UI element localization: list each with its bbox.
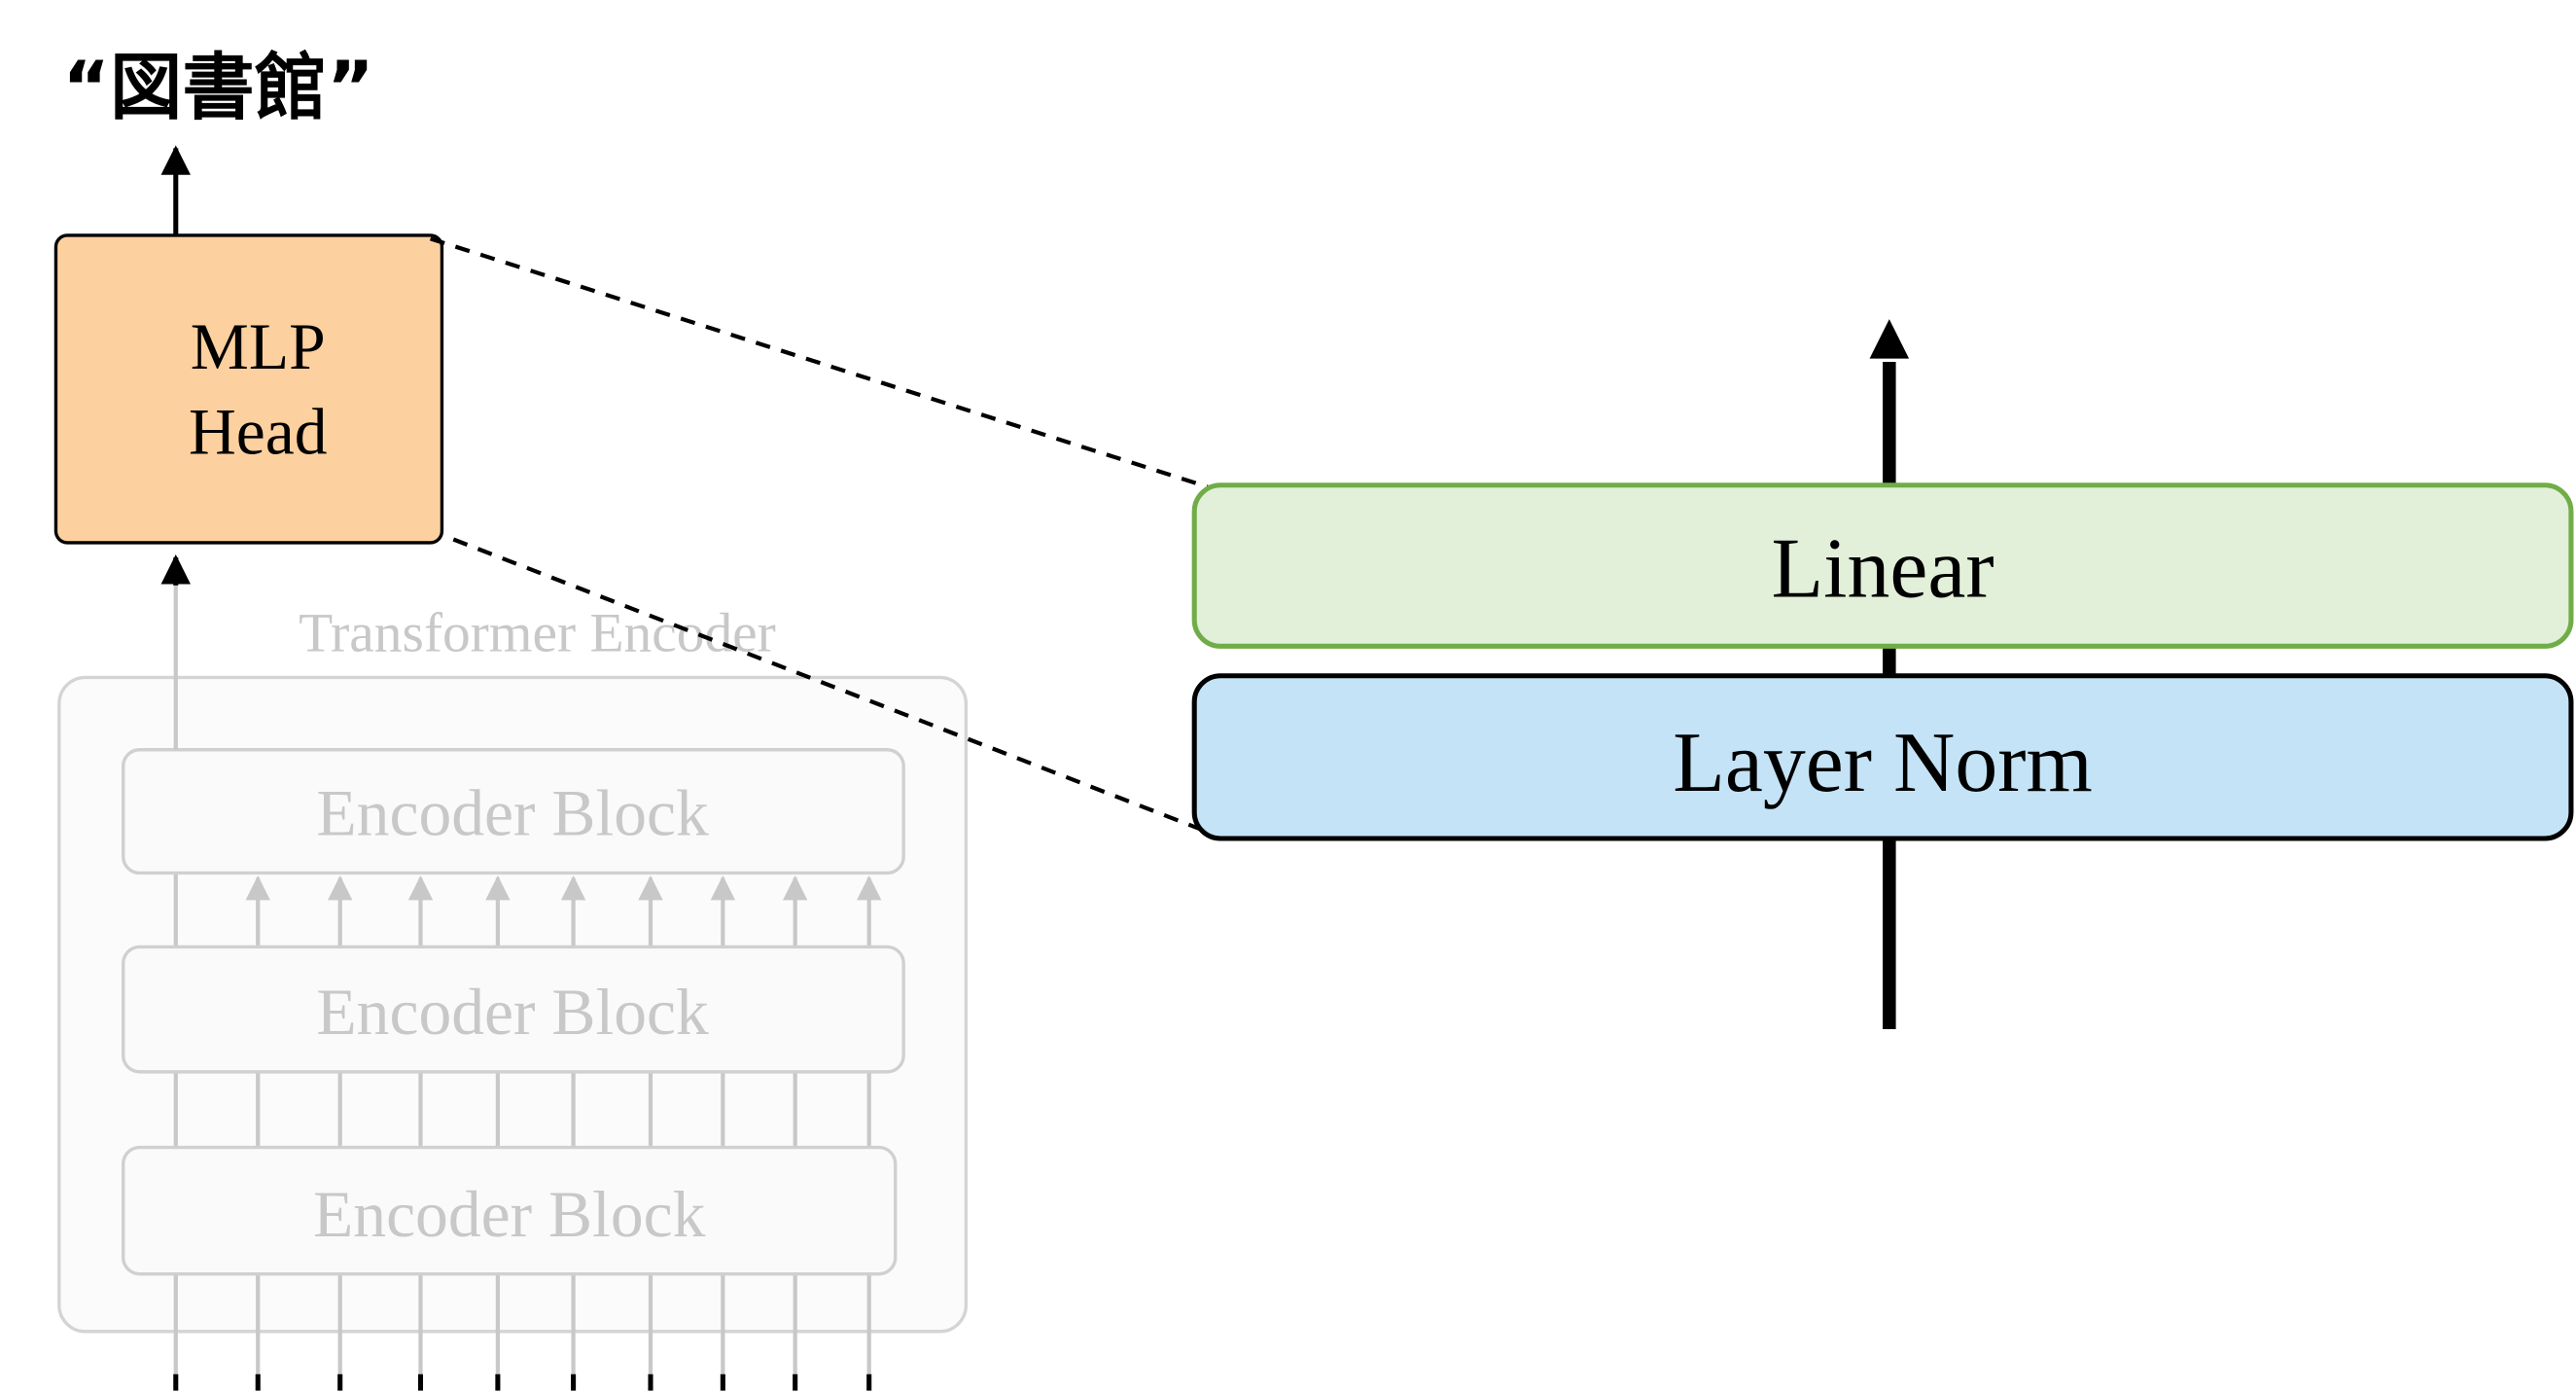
encoder-block-2-label: Encoder Block	[316, 976, 709, 1049]
flow-arrow-head	[1869, 319, 1910, 359]
encoder-block-2: Encoder Block	[122, 945, 905, 1074]
layer-norm-block: Layer Norm	[1191, 673, 2574, 841]
encoder-block-1: Encoder Block	[122, 748, 905, 875]
layer-norm-label: Layer Norm	[1673, 716, 2093, 810]
zoom-line-bottom	[452, 537, 1209, 835]
transformer-encoder: Transformer Encoder	[57, 579, 969, 1391]
token-arrows-top	[173, 873, 882, 947]
zoom-line-top	[429, 236, 1209, 489]
mlp-head-line2: Head	[189, 396, 328, 469]
encoder-block-1-label: Encoder Block	[316, 777, 709, 850]
token-lines-mid	[173, 1071, 871, 1148]
mlp-head-line1: MLP	[191, 310, 326, 383]
encoder-title: Transformer Encoder	[299, 602, 776, 663]
token-lines-input	[173, 1273, 871, 1381]
encoder-block-3-label: Encoder Block	[313, 1178, 706, 1251]
output-label: “図書館”	[62, 45, 374, 129]
mlp-head: MLP Head	[53, 233, 444, 545]
linear-block: Linear	[1191, 482, 2574, 649]
token-ticks	[173, 1373, 872, 1391]
linear-label: Linear	[1771, 522, 1994, 617]
encoder-block-3: Encoder Block	[122, 1145, 898, 1276]
